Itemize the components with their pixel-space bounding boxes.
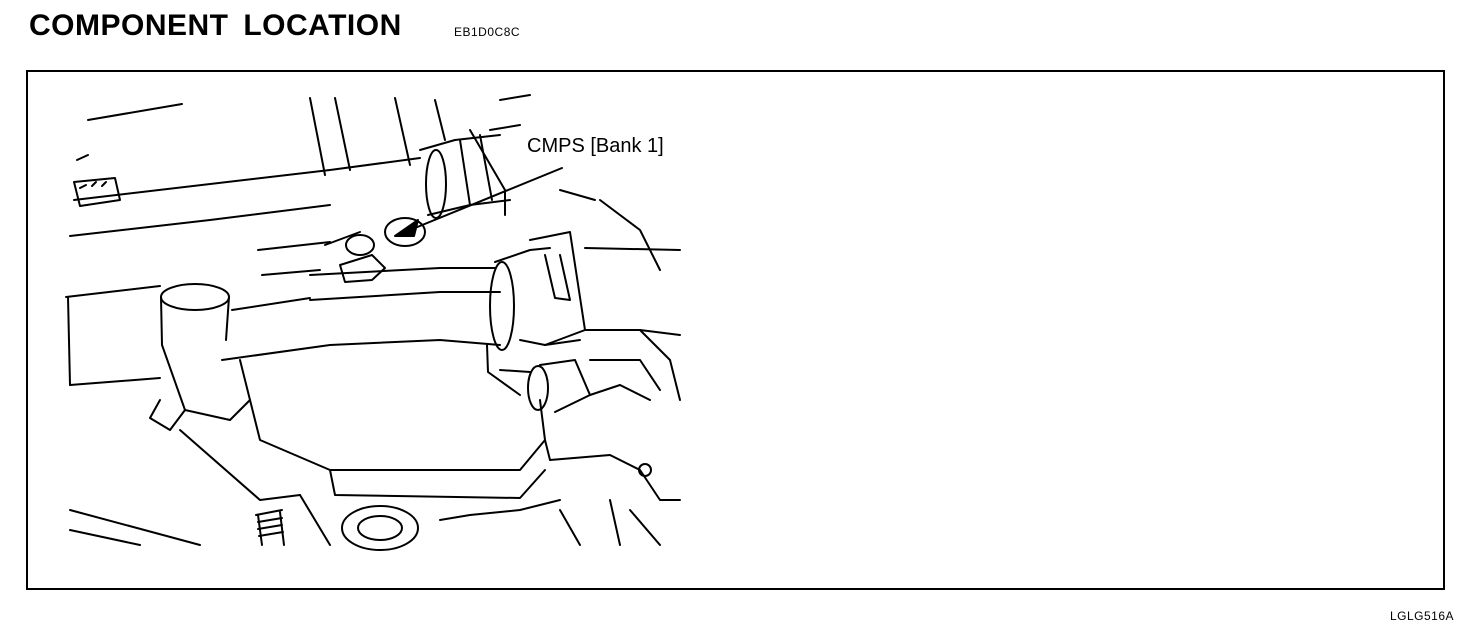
- stud-bolt: [255, 509, 285, 546]
- vertical-pipe: [160, 283, 251, 421]
- cmps-callout-label: CMPS [Bank 1]: [527, 135, 664, 157]
- figure-frame: [26, 70, 1445, 590]
- engine-block: [65, 189, 681, 551]
- engine-cover: [69, 94, 531, 237]
- upper-hose: [419, 124, 521, 219]
- main-pipe: [221, 231, 681, 361]
- lower-left-lines: [69, 509, 201, 546]
- callout-leader: [394, 167, 563, 237]
- cmps-sensor: [257, 217, 426, 283]
- figure-id: LGLG516A: [1389, 609, 1454, 623]
- page-title: COMPONENT LOCATION: [29, 9, 402, 42]
- document-code: EB1D0C8C: [454, 25, 521, 39]
- lower-hose: [486, 344, 661, 413]
